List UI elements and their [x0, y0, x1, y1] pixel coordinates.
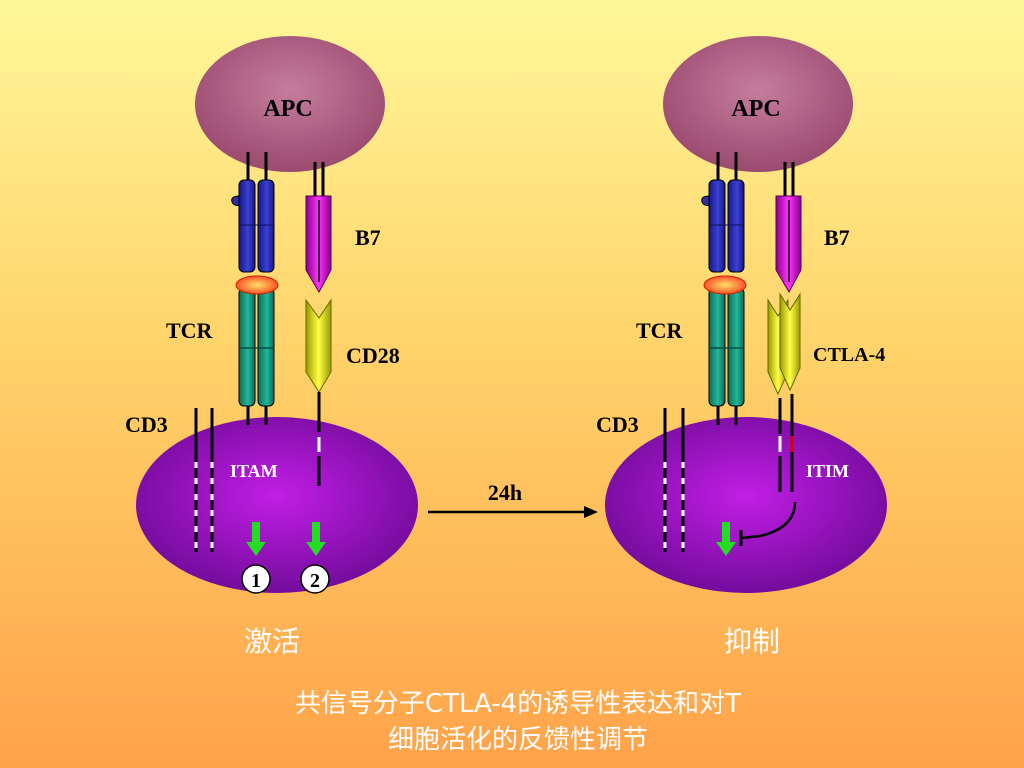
activation-arrow-2 — [306, 522, 326, 556]
tcr-left — [246, 152, 268, 425]
peptide-mhc-right — [703, 275, 747, 295]
b7-left — [305, 162, 332, 294]
activation-arrow-right — [716, 522, 736, 556]
activation-arrow-1 — [246, 522, 266, 556]
signal-1-badge — [241, 564, 271, 594]
apc-left — [195, 36, 385, 172]
apc-label-left: APC — [263, 96, 312, 122]
cd3-label-left: CD3 — [125, 412, 168, 437]
t-cell-right — [605, 417, 887, 593]
t-cell-left — [136, 417, 418, 593]
inhibition-arrow — [739, 501, 797, 546]
inhibition-label: 抑制 — [724, 625, 780, 658]
cd3-left — [194, 408, 214, 552]
caption-line-2: 细胞活化的反馈性调节 — [388, 725, 648, 755]
b7-label-left: B7 — [355, 225, 381, 250]
apc-label-right: APC — [731, 96, 780, 122]
time-label: 24h — [488, 480, 522, 505]
tcr-right — [716, 152, 738, 425]
cd28-left — [305, 298, 332, 486]
b7-right — [775, 162, 802, 294]
itim-label: ITIM — [806, 461, 849, 481]
ctla4-label: CTLA-4 — [813, 344, 885, 366]
time-arrow — [428, 506, 598, 518]
signal-2-badge — [300, 564, 330, 594]
itam-label: ITAM — [230, 461, 278, 481]
activation-label: 激活 — [244, 625, 300, 658]
cd28-label-left: CD28 — [346, 343, 400, 368]
peptide-mhc-left — [235, 275, 279, 295]
signal-1-label: 1 — [251, 570, 261, 592]
b7-label-right: B7 — [824, 225, 850, 250]
signal-2-label: 2 — [310, 570, 320, 592]
cd3-label-right: CD3 — [596, 412, 639, 437]
caption-line-1: 共信号分子CTLA-4的诱导性表达和对T — [295, 689, 741, 719]
left-panel: APC B7 CD28 TCR — [125, 36, 418, 658]
tcr-label-right: TCR — [636, 318, 684, 343]
right-panel: APC B7 — [596, 36, 887, 658]
tcr-label-left: TCR — [166, 318, 214, 343]
apc-right — [663, 36, 853, 172]
cd3-right — [663, 408, 685, 552]
ctla4-right — [767, 292, 801, 492]
